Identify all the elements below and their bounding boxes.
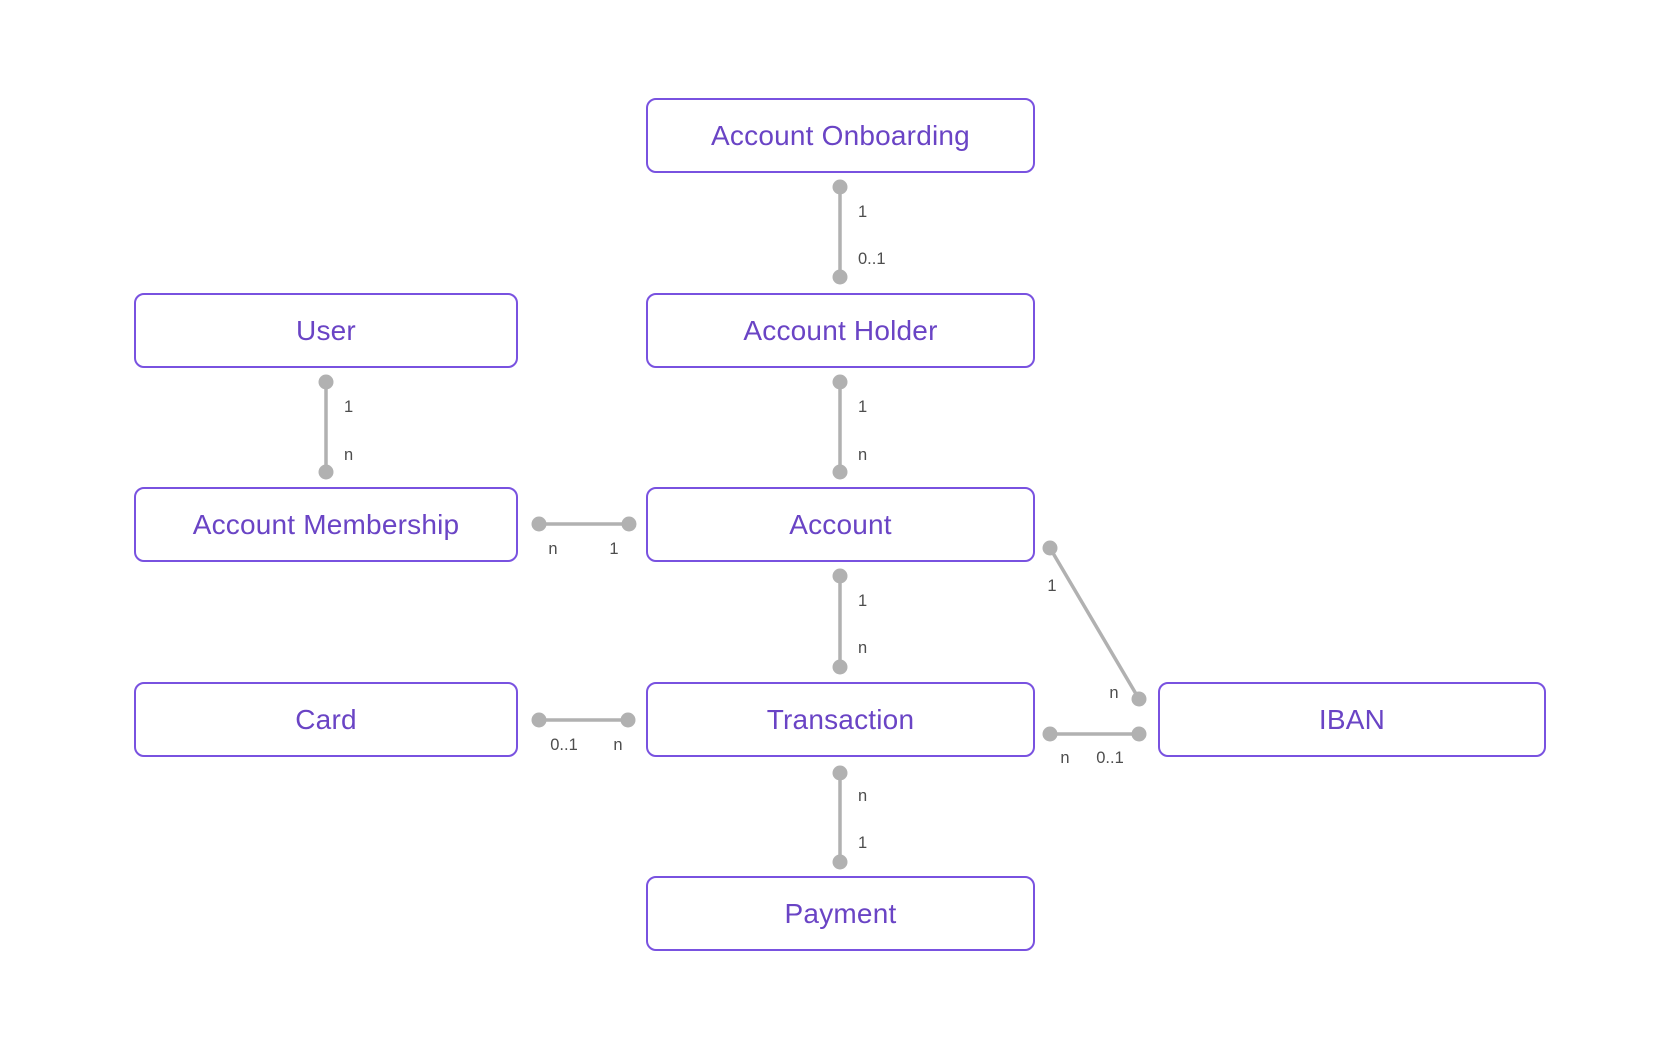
node-label: User — [296, 314, 356, 346]
edge-card-to-transaction: 0..1 n — [531, 712, 636, 754]
connector-endpoint-dot — [832, 464, 848, 480]
cardinality-label: 1 — [1047, 577, 1056, 595]
cardinality-label: n — [858, 787, 867, 805]
connector-endpoint-dot — [1042, 726, 1058, 742]
connector-endpoint-dot — [531, 712, 547, 728]
cardinality-label: n — [344, 446, 353, 464]
node-label: Payment — [784, 897, 897, 929]
connector-endpoint-dot — [832, 269, 848, 285]
node-card[interactable]: Card — [134, 682, 518, 757]
node-label: IBAN — [1318, 703, 1386, 735]
cardinality-label: 1 — [344, 398, 353, 416]
node-iban[interactable]: IBAN — [1158, 682, 1546, 757]
cardinality-label: n — [1060, 749, 1069, 767]
edge-user-to-account-membership: 1n — [318, 374, 353, 480]
node-label: Account Holder — [743, 314, 938, 346]
node-payment[interactable]: Payment — [646, 876, 1035, 951]
cardinality-label: 1 — [858, 592, 867, 610]
connector-endpoint-dot — [318, 464, 334, 480]
connector-endpoint-dot — [620, 712, 636, 728]
cardinality-label: 0..1 — [550, 736, 578, 754]
cardinality-label: n — [613, 736, 622, 754]
connector-endpoint-dot — [531, 516, 547, 532]
edge-transaction-to-iban: n 0..1 — [1042, 726, 1147, 767]
node-account-holder[interactable]: Account Holder — [646, 293, 1035, 368]
cardinality-label: 1 — [858, 834, 867, 852]
connector-endpoint-dot — [832, 765, 848, 781]
node-label: Account Membership — [192, 508, 460, 540]
connector-endpoint-dot — [621, 516, 637, 532]
connector-endpoint-dot — [832, 179, 848, 195]
cardinality-label: 1 — [858, 203, 867, 221]
connector-endpoint-dot — [318, 374, 334, 390]
node-label: Account Onboarding — [711, 119, 970, 151]
edge-account-to-transaction: 1n — [832, 568, 867, 675]
edge-account-to-iban: 1n — [1042, 540, 1147, 707]
edge-account-onboarding-to-account-holder: 1 0..1 — [832, 179, 886, 285]
node-account[interactable]: Account — [646, 487, 1035, 562]
connector-endpoint-dot — [1131, 691, 1147, 707]
connector-endpoint-dot — [832, 568, 848, 584]
connector-endpoint-dot — [1042, 540, 1058, 556]
connector-endpoint-dot — [832, 854, 848, 870]
edge-account-holder-to-account: 1n — [832, 374, 867, 480]
connector-endpoint-dot — [1131, 726, 1147, 742]
node-label: Transaction — [766, 703, 915, 735]
node-user[interactable]: User — [134, 293, 518, 368]
node-label: Card — [295, 703, 357, 735]
node-label: Account — [789, 508, 892, 540]
cardinality-label: 1 — [858, 398, 867, 416]
cardinality-label: n — [1109, 684, 1118, 702]
node-transaction[interactable]: Transaction — [646, 682, 1035, 757]
cardinality-label: 1 — [609, 540, 618, 558]
node-account-membership[interactable]: Account Membership — [134, 487, 518, 562]
connector-endpoint-dot — [832, 659, 848, 675]
edge-line — [1048, 547, 1141, 700]
node-account-onboarding[interactable]: Account Onboarding — [646, 98, 1035, 173]
cardinality-label: 0..1 — [858, 250, 886, 268]
cardinality-label: 0..1 — [1096, 749, 1124, 767]
cardinality-label: n — [858, 639, 867, 657]
cardinality-label: n — [548, 540, 557, 558]
cardinality-label: n — [858, 446, 867, 464]
edge-transaction-to-payment: n1 — [832, 765, 867, 870]
connector-endpoint-dot — [832, 374, 848, 390]
